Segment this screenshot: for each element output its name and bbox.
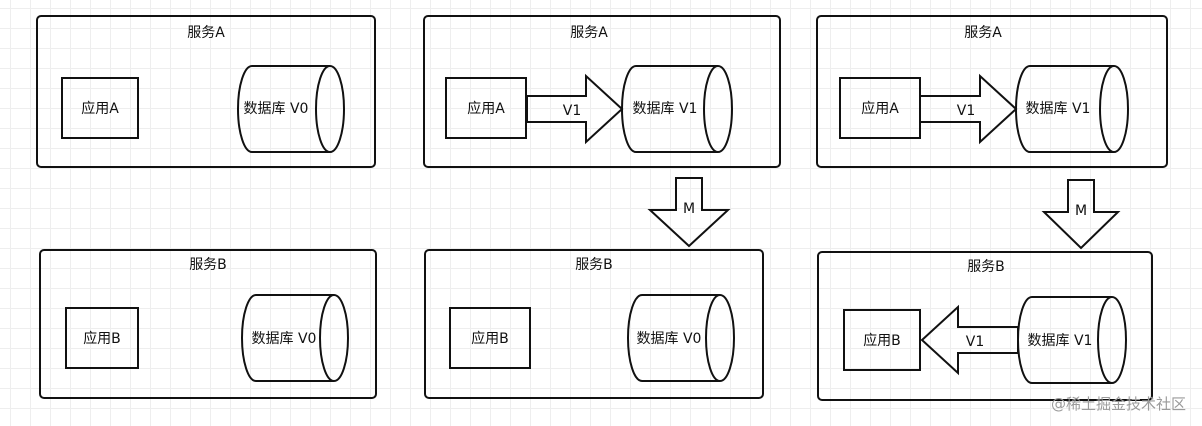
column-3: 服务A 应用A V1 数据库 V1 M 服务B 应用B V1 [816, 15, 1168, 401]
database-label: 数据库 V1 [1026, 101, 1091, 117]
app-b-box [65, 307, 139, 369]
sync-arrow-left [920, 304, 1019, 376]
service-a-title: 服务A [964, 25, 1002, 41]
app-b-label: 应用B [471, 330, 509, 347]
app-a-box [61, 77, 139, 139]
database-label: 数据库 V0 [637, 331, 702, 347]
service-b-box [817, 251, 1153, 401]
service-a-title: 服务A [570, 25, 608, 41]
service-b-title: 服务B [575, 257, 613, 273]
sync-arrow-right [526, 73, 624, 145]
column-2: 服务A 应用A V1 数据库 V1 M 服务B 应用B 数据库 V0 [423, 15, 781, 399]
service-a-title: 服务A [187, 25, 225, 41]
migration-arrow-label: M [683, 201, 695, 217]
app-a-label: 应用A [81, 100, 119, 117]
database-label: 数据库 V1 [1028, 333, 1093, 349]
watermark: @稀土掘金技术社区 [1050, 395, 1186, 413]
database-label: 数据库 V0 [252, 331, 317, 347]
service-b-box [39, 249, 377, 399]
app-b-box [843, 309, 921, 371]
database-cylinder [1015, 65, 1129, 153]
database-cylinder [237, 65, 345, 153]
sync-arrow-label: V1 [957, 103, 975, 119]
app-b-label: 应用B [863, 332, 901, 349]
service-b-title: 服务B [189, 257, 227, 273]
service-b-title: 服务B [967, 259, 1005, 275]
column-1: 服务A 应用A 数据库 V0 服务B 应用B 数据库 V0 [36, 15, 377, 399]
service-a-box [423, 15, 781, 168]
app-a-label: 应用A [861, 100, 899, 117]
sync-arrow-label: V1 [563, 103, 581, 119]
migration-arrow-label: M [1075, 203, 1087, 219]
app-b-box [449, 307, 531, 369]
migration-arrow-down [647, 177, 731, 248]
migration-arrow-down [1041, 179, 1121, 250]
app-b-label: 应用B [83, 330, 121, 347]
service-b-box [424, 249, 764, 399]
service-a-box [816, 15, 1168, 168]
database-cylinder [241, 294, 349, 382]
database-label: 数据库 V0 [244, 101, 309, 117]
database-label: 数据库 V1 [633, 101, 698, 117]
database-cylinder [621, 65, 733, 153]
app-a-label: 应用A [467, 100, 505, 117]
database-cylinder [627, 294, 735, 382]
database-cylinder [1017, 296, 1127, 384]
sync-arrow-label: V1 [966, 334, 984, 350]
service-a-box [36, 15, 376, 168]
sync-arrow-right [919, 73, 1018, 145]
